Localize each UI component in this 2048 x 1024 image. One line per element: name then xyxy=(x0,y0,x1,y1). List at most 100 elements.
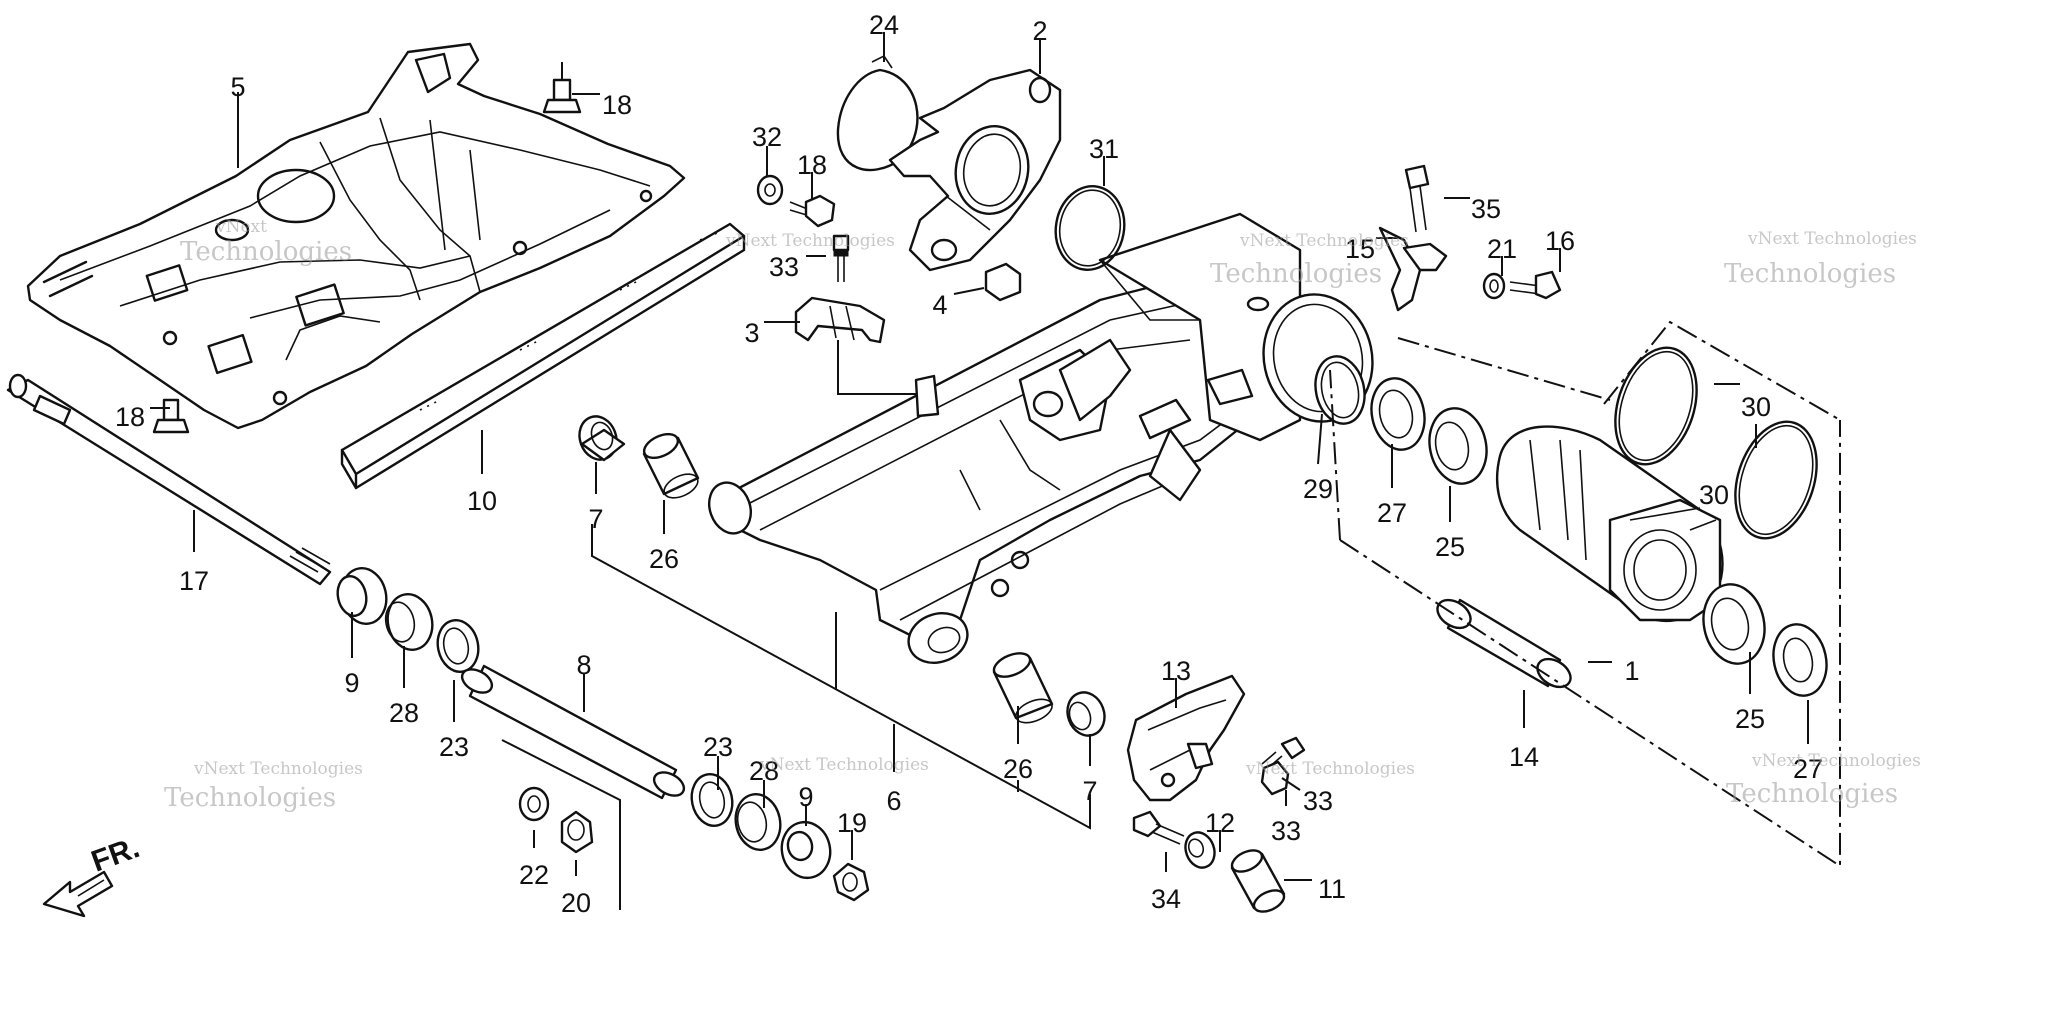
leader-line-4 xyxy=(953,287,985,295)
part-2-brake-bracket xyxy=(888,68,1062,272)
callout-28a: 28 xyxy=(389,698,419,728)
callout-27a: 27 xyxy=(1377,498,1407,528)
part-29-dust-seal xyxy=(1314,355,1366,425)
clip-on-swingarm xyxy=(914,374,940,418)
callout-33b: 33 xyxy=(1303,786,1333,816)
watermark-text: vNext xyxy=(215,217,267,237)
part-35-bolt xyxy=(1404,164,1430,233)
callout-17: 17 xyxy=(179,566,209,596)
part-33-bolt-upper xyxy=(832,234,850,282)
callout-3: 3 xyxy=(744,318,759,348)
watermark-text: Technologies xyxy=(1726,779,1898,809)
part-9-collar-left xyxy=(336,567,388,625)
callout-2: 2 xyxy=(1032,16,1047,46)
callout-34: 34 xyxy=(1151,884,1181,914)
part-7-dust-seal-right xyxy=(1066,691,1106,737)
part-33-nut-lower xyxy=(1260,760,1290,796)
part-18-bolt-lower xyxy=(152,398,190,434)
callout-23b: 23 xyxy=(703,732,733,762)
callout-19: 19 xyxy=(837,808,867,838)
part-26-needle-bearing-left xyxy=(642,432,700,499)
callout-18b: 18 xyxy=(797,150,827,180)
watermark-text: Technologies xyxy=(1210,259,1382,289)
part-1-axle-collar xyxy=(1436,598,1572,689)
part-10-foam-strip xyxy=(340,222,746,490)
callout-11: 11 xyxy=(1318,874,1346,904)
watermark-text: vNext Technologies xyxy=(193,759,363,779)
front-label: FR. xyxy=(87,831,144,879)
callout-20: 20 xyxy=(561,888,591,918)
leader-line-29 xyxy=(1317,413,1323,465)
part-14-eccentric-hub xyxy=(1495,425,1724,623)
part-3-hose-clamp xyxy=(794,296,886,344)
part-26-needle-bearing-right xyxy=(992,652,1054,724)
part-21-washer xyxy=(1482,272,1506,300)
callout-4: 4 xyxy=(932,290,947,320)
callout-9b: 9 xyxy=(798,782,813,812)
part-15-plate xyxy=(1378,226,1448,312)
callout-7b: 7 xyxy=(1082,776,1097,806)
callout-6: 6 xyxy=(886,786,901,816)
front-direction-indicator: FR. xyxy=(42,831,144,918)
callout-8: 8 xyxy=(576,650,591,680)
part-5-fender xyxy=(26,42,686,430)
callout-33c: 33 xyxy=(1271,816,1301,846)
part-30-o-ring-a xyxy=(1614,346,1698,466)
assembly-outline-14 xyxy=(1329,320,1841,868)
callout-16: 16 xyxy=(1545,226,1575,256)
callout-33a: 33 xyxy=(769,252,799,282)
part-16-bolt xyxy=(1509,270,1562,300)
part-25-bearing-lower xyxy=(1702,583,1766,665)
part-12-collar xyxy=(1184,831,1216,869)
part-4-nut xyxy=(984,262,1022,302)
callout-leader-lines xyxy=(150,32,1809,881)
callout-28b: 28 xyxy=(749,756,779,786)
callout-25b: 25 xyxy=(1735,704,1765,734)
part-22-washer xyxy=(518,786,550,822)
part-27-oil-seal-lower xyxy=(1772,623,1828,697)
part-8-pivot-collar xyxy=(460,664,686,800)
callout-18a: 18 xyxy=(602,90,632,120)
part-13-chain-slider xyxy=(1126,674,1246,802)
callout-25a: 25 xyxy=(1435,532,1465,562)
part-11-chain-roller xyxy=(1230,849,1286,913)
part-31-o-ring xyxy=(1054,185,1126,271)
callout-14: 14 xyxy=(1509,742,1539,772)
callout-30b: 30 xyxy=(1699,480,1729,510)
part-18-bolt-upper xyxy=(542,62,582,114)
part-25-bearing-upper xyxy=(1428,407,1488,485)
part-28-bearing-right xyxy=(734,793,782,851)
callout-22: 22 xyxy=(519,860,549,890)
callout-12: 12 xyxy=(1205,808,1235,838)
part-34-bolt xyxy=(1132,810,1185,845)
part-33-bolt-lower xyxy=(1261,736,1306,769)
watermark-text: vNext Technologies xyxy=(725,231,895,251)
part-32-washer xyxy=(756,174,784,206)
part-23-seal-left xyxy=(436,619,480,673)
leader-line-33b xyxy=(1281,777,1301,791)
watermark-text: vNext Technologies xyxy=(1239,231,1409,251)
watermark-text: vNext Technologies xyxy=(1747,229,1917,249)
part-17-pivot-shaft xyxy=(6,373,332,586)
callout-5: 5 xyxy=(230,72,245,102)
watermark-text: vNext Technologies xyxy=(759,755,929,775)
callout-23a: 23 xyxy=(439,732,469,762)
watermark-text: vNext Technologies xyxy=(1245,759,1415,779)
part-20-nut xyxy=(560,810,594,854)
callout-26b: 26 xyxy=(1003,754,1033,784)
bracket-line-20-22 xyxy=(501,739,621,910)
callout-26a: 26 xyxy=(649,544,679,574)
callout-24: 24 xyxy=(869,10,899,40)
callout-13: 13 xyxy=(1161,656,1191,686)
part-18-bolt-middle xyxy=(789,194,836,228)
callout-9a: 9 xyxy=(344,668,359,698)
part-9-collar-right xyxy=(780,820,832,880)
callout-27b: 27 xyxy=(1793,754,1823,784)
part-30-o-ring-b xyxy=(1734,420,1818,540)
leader-3-swingarm xyxy=(837,340,920,395)
part-23-seal-right xyxy=(690,773,734,827)
callout-7a: 7 xyxy=(588,504,603,534)
callout-1: 1 xyxy=(1624,656,1639,686)
callout-18c: 18 xyxy=(115,402,145,432)
